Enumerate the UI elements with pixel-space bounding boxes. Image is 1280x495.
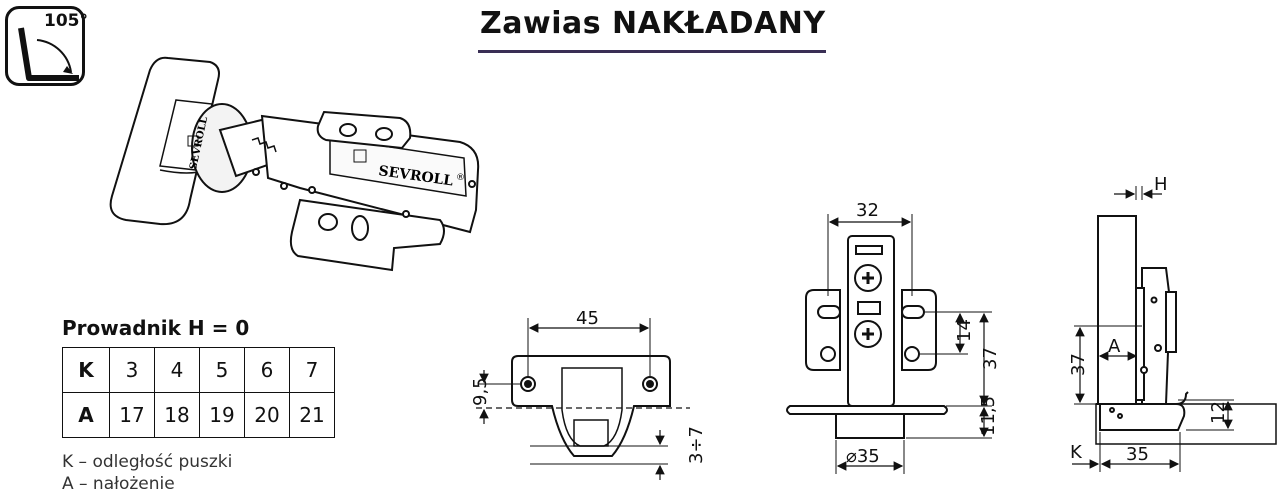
dim-side-k: K [1070,442,1083,463]
hinge-side-drawing [1095,215,1277,445]
table-cell: 19 [199,392,245,438]
brand-registered: ® [456,173,465,183]
table-cell: 21 [289,392,335,438]
table-cell: 7 [289,347,335,393]
dim-hinge-hole-spacing: 14 [954,319,975,342]
angle-icon [18,27,79,81]
dim-side-h: H [1154,174,1168,195]
row-k-label: K [62,347,110,393]
table-row-k: K 3 4 5 6 7 [62,347,335,393]
row-a-label: A [62,392,110,438]
dim-side-37: 37 [1068,353,1089,376]
hinge-3d-illustration [109,56,480,272]
legend-k: K – odległość puszki [62,452,233,472]
table-cell: 3 [109,347,155,393]
table-cell: 6 [244,347,290,393]
table-cell: 18 [154,392,200,438]
guide-table-title: Prowadnik H = 0 [62,316,250,340]
guide-table: K 3 4 5 6 7 A 17 18 19 20 21 [62,347,335,438]
dim-side-12: 12 [1208,401,1229,424]
table-cell: 4 [154,347,200,393]
dim-cup-diameter: ⌀35 [846,446,880,467]
dim-side-a: A [1108,336,1121,357]
dim-plate-range: 3÷7 [686,426,707,464]
opening-angle-badge: 105° [5,6,88,86]
table-cell: 17 [109,392,155,438]
dim-hinge-height: 37 [980,347,1001,370]
table-cell: 5 [199,347,245,393]
dim-hinge-cup-depth: 11,5 [978,396,999,436]
title-underline [478,50,826,53]
hinge-front-drawing [786,235,948,439]
angle-label: 105° [44,11,88,31]
dim-hinge-width: 32 [856,200,879,221]
page-title: Zawias NAKŁADANY [480,6,826,41]
legend-a: A – nałożenie [62,474,175,494]
dim-side-35: 35 [1126,444,1149,465]
mounting-plate-drawing [476,355,690,457]
table-cell: 20 [244,392,290,438]
dim-plate-offset-label: 9,5 [470,377,491,406]
dim-plate-width: 45 [576,308,599,329]
table-row-a: A 17 18 19 20 21 [62,392,335,438]
